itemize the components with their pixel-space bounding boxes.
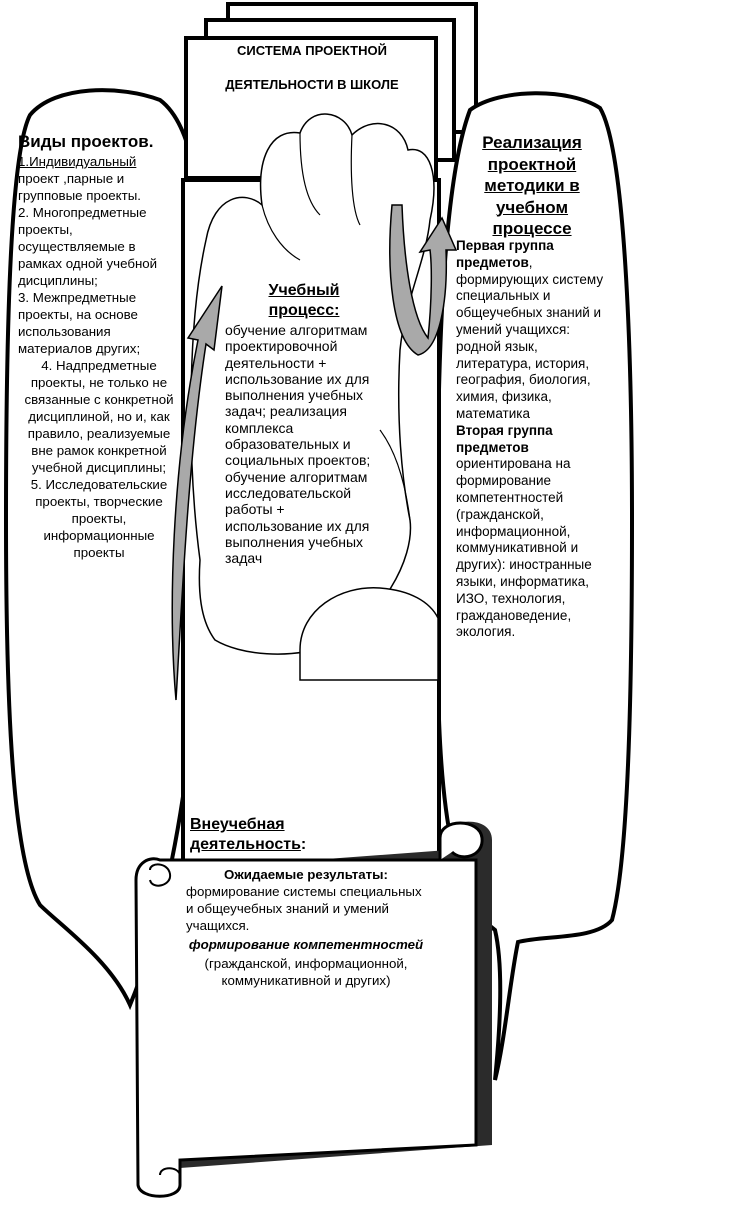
results-scroll	[134, 821, 484, 1198]
results-line-2: формирование компетентностей	[188, 937, 424, 952]
group1-text: , формирующих систему специальных и обще…	[456, 254, 604, 421]
extracurricular-heading: Внеучебная деятельность:	[190, 816, 307, 853]
project-types-heading: Виды проектов.	[18, 132, 154, 151]
cloud-patch	[299, 587, 439, 681]
subject-groups-text: Первая группа предметов, формирующих сис…	[456, 238, 612, 641]
results-line-1: формирование системы специальных и общеу…	[186, 884, 422, 933]
hand-finger-lines	[261, 132, 411, 521]
methodology-heading: Реализация проектной методики в учебном …	[482, 133, 582, 238]
left-arrow	[171, 285, 223, 701]
title-line-2: ДЕЯТЕЛЬНОСТИ В ШКОЛЕ	[225, 77, 399, 92]
list-item: проект ,парные и групповые проекты.	[18, 171, 141, 203]
learning-process-heading: Учебный процесс:	[268, 282, 340, 319]
list-item: 2. Многопредметные проекты, осуществляем…	[18, 205, 158, 288]
group2-title: Вторая группа предметов	[456, 422, 553, 455]
results-heading: Ожидаемые результаты:	[224, 867, 388, 882]
list-item: 3. Межпредметные проекты, на основе испо…	[18, 290, 141, 356]
expected-results: Ожидаемые результаты: формирование систе…	[186, 866, 426, 989]
right-arrow	[389, 204, 458, 356]
title-line-1: СИСТЕМА ПРОЕКТНОЙ	[237, 43, 387, 58]
system-title: СИСТЕМА ПРОЕКТНОЙ ДЕЯТЕЛЬНОСТИ В ШКОЛЕ	[190, 38, 434, 166]
results-line-3: (гражданской, информационной, коммуникат…	[204, 956, 408, 988]
learning-process-text: обучение алгоритмам проектировочной деят…	[225, 322, 371, 567]
group2-text: ориентирована на формирование компетентн…	[456, 456, 592, 640]
list-item: 1.Индивидуальный	[18, 154, 137, 169]
project-types-list: 1.Индивидуальный проект ,парные и группо…	[18, 153, 180, 561]
list-item: 5. Исследовательские проекты, творческие…	[30, 477, 168, 560]
list-item: 4. Надпредметные проекты, не только не с…	[24, 358, 174, 475]
group1-title: Первая группа предметов	[456, 238, 554, 270]
